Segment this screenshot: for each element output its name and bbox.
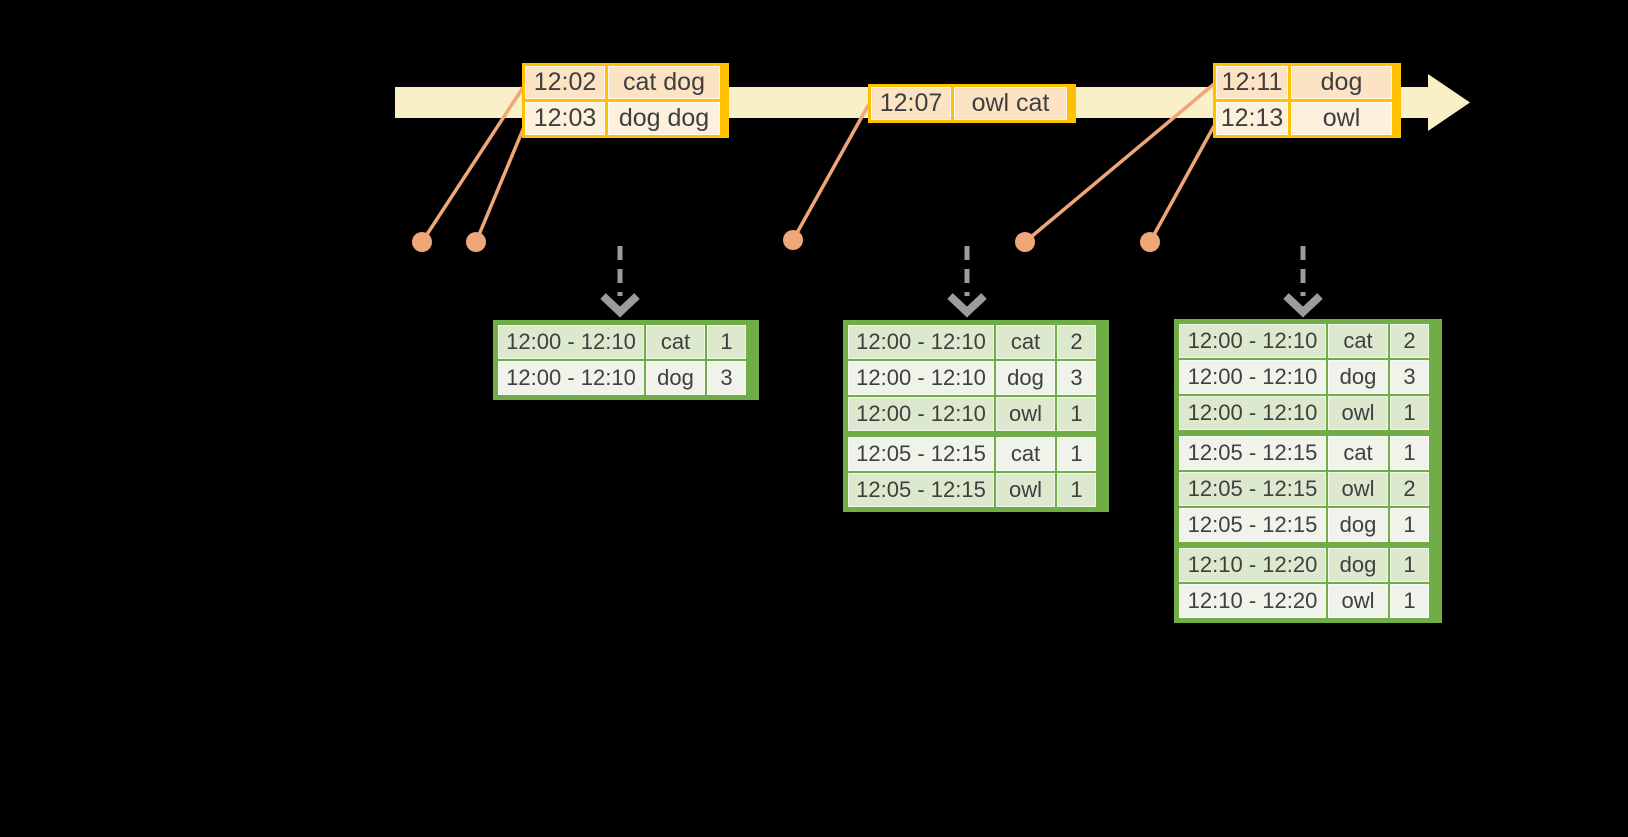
result-row: 12:00 - 12:10 cat 1: [498, 325, 754, 359]
window-cell: 12:00 - 12:10: [498, 325, 644, 359]
word-cell: dog: [1328, 360, 1388, 394]
window-cell: 12:00 - 12:10: [1179, 324, 1326, 358]
result-row: 12:00 - 12:10 dog 3: [498, 361, 754, 395]
word-cell: cat: [1328, 324, 1388, 358]
word-cell: dog: [1328, 508, 1388, 542]
event-row: 12:13 owl: [1216, 102, 1398, 135]
event-leader-line: [791, 103, 871, 241]
event-table-1202: 12:02 cat dog 12:03 dog dog: [522, 63, 729, 138]
event-table-1211: 12:11 dog 12:13 owl: [1213, 63, 1401, 138]
event-leader-line: [1023, 82, 1216, 244]
result-row: 12:05 - 12:15 cat 1: [1179, 436, 1437, 470]
word-cell: owl: [1328, 472, 1388, 506]
count-cell: 1: [707, 325, 746, 359]
result-table-1: 12:00 - 12:10 cat 1 12:00 - 12:10 dog 3: [493, 320, 759, 400]
event-row: 12:02 cat dog: [525, 66, 726, 99]
window-cell: 12:00 - 12:10: [498, 361, 644, 395]
window-cell: 12:10 - 12:20: [1179, 548, 1326, 582]
count-cell: 1: [1057, 473, 1096, 507]
event-words-cell: cat dog: [608, 66, 720, 99]
count-cell: 3: [707, 361, 746, 395]
window-cell: 12:05 - 12:15: [1179, 472, 1326, 506]
window-cell: 12:05 - 12:15: [1179, 508, 1326, 542]
event-words-cell: owl: [1291, 102, 1392, 135]
event-dot-icon: [783, 230, 803, 250]
event-leader-line: [420, 85, 526, 243]
window-cell: 12:10 - 12:20: [1179, 584, 1326, 618]
count-cell: 3: [1390, 360, 1429, 394]
count-cell: 1: [1057, 397, 1096, 431]
event-time-cell: 12:07: [871, 87, 951, 120]
result-row: 12:00 - 12:10 cat 2: [848, 325, 1104, 359]
event-row: 12:11 dog: [1216, 66, 1398, 99]
word-cell: cat: [996, 325, 1055, 359]
word-cell: cat: [646, 325, 705, 359]
event-dot-icon: [466, 232, 486, 252]
result-row: 12:10 - 12:20 owl 1: [1179, 584, 1437, 618]
event-time-cell: 12:11: [1216, 66, 1288, 99]
event-time-cell: 12:13: [1216, 102, 1288, 135]
count-cell: 1: [1390, 584, 1429, 618]
count-cell: 2: [1057, 325, 1096, 359]
trigger-arrowhead-icon: [1283, 293, 1323, 318]
window-cell: 12:05 - 12:15: [848, 437, 994, 471]
event-row: 12:07 owl cat: [871, 87, 1073, 120]
event-leader-line: [474, 126, 526, 243]
result-row: 12:00 - 12:10 owl 1: [1179, 396, 1437, 430]
result-row: 12:05 - 12:15 cat 1: [848, 437, 1104, 471]
word-cell: cat: [996, 437, 1055, 471]
word-cell: owl: [1328, 584, 1388, 618]
event-time-cell: 12:03: [525, 102, 605, 135]
count-cell: 2: [1390, 324, 1429, 358]
event-words-cell: owl cat: [954, 87, 1067, 120]
word-cell: dog: [1328, 548, 1388, 582]
window-cell: 12:00 - 12:10: [1179, 396, 1326, 430]
result-row: 12:00 - 12:10 dog 3: [848, 361, 1104, 395]
event-words-cell: dog dog: [608, 102, 720, 135]
event-dot-icon: [1015, 232, 1035, 252]
window-cell: 12:05 - 12:15: [1179, 436, 1326, 470]
window-cell: 12:00 - 12:10: [848, 325, 994, 359]
event-words-cell: dog: [1291, 66, 1392, 99]
result-row: 12:05 - 12:15 owl 2: [1179, 472, 1437, 506]
window-cell: 12:00 - 12:10: [848, 361, 994, 395]
count-cell: 1: [1390, 396, 1429, 430]
count-cell: 1: [1390, 436, 1429, 470]
word-cell: cat: [1328, 436, 1388, 470]
count-cell: 3: [1057, 361, 1096, 395]
window-cell: 12:05 - 12:15: [848, 473, 994, 507]
result-row: 12:00 - 12:10 cat 2: [1179, 324, 1437, 358]
event-time-cell: 12:02: [525, 66, 605, 99]
event-row: 12:03 dog dog: [525, 102, 726, 135]
result-row: 12:05 - 12:15 owl 1: [848, 473, 1104, 507]
result-table-2: 12:00 - 12:10 cat 2 12:00 - 12:10 dog 3 …: [843, 320, 1109, 512]
result-table-3: 12:00 - 12:10 cat 2 12:00 - 12:10 dog 3 …: [1174, 319, 1442, 623]
result-row: 12:00 - 12:10 dog 3: [1179, 360, 1437, 394]
event-leader-line: [1148, 125, 1216, 243]
window-cell: 12:00 - 12:10: [848, 397, 994, 431]
count-cell: 1: [1390, 548, 1429, 582]
result-row: 12:10 - 12:20 dog 1: [1179, 548, 1437, 582]
word-cell: dog: [996, 361, 1055, 395]
trigger-arrowhead-icon: [600, 293, 640, 318]
event-dot-icon: [412, 232, 432, 252]
window-cell: 12:00 - 12:10: [1179, 360, 1326, 394]
trigger-arrowhead-icon: [947, 293, 987, 318]
count-cell: 1: [1057, 437, 1096, 471]
event-table-1207: 12:07 owl cat: [868, 84, 1076, 123]
result-row: 12:05 - 12:15 dog 1: [1179, 508, 1437, 542]
result-row: 12:00 - 12:10 owl 1: [848, 397, 1104, 431]
event-dot-icon: [1140, 232, 1160, 252]
word-cell: owl: [996, 397, 1055, 431]
timeline-arrowhead-icon: [1428, 74, 1470, 131]
count-cell: 1: [1390, 508, 1429, 542]
count-cell: 2: [1390, 472, 1429, 506]
word-cell: owl: [996, 473, 1055, 507]
word-cell: dog: [646, 361, 705, 395]
word-cell: owl: [1328, 396, 1388, 430]
